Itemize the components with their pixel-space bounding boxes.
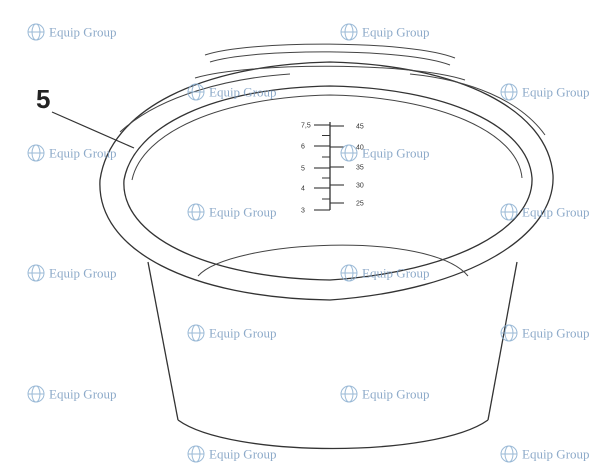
scale-label-right: 40 xyxy=(356,145,364,152)
bowl-left-side xyxy=(147,261,179,421)
watermark: Equip Group xyxy=(187,203,277,221)
bowl-inner-base xyxy=(197,244,469,277)
watermark-text: Equip Group xyxy=(49,25,117,40)
watermark: Equip Group xyxy=(340,144,430,162)
watermark-text: Equip Group xyxy=(522,447,590,462)
watermark: Equip Group xyxy=(500,203,590,221)
lid-arc-5 xyxy=(409,73,546,136)
watermark: Equip Group xyxy=(500,445,590,463)
scale-label-right: 25 xyxy=(356,201,364,208)
watermark-text: Equip Group xyxy=(362,266,430,281)
watermark: Equip Group xyxy=(340,264,430,282)
scale-label-left: 5 xyxy=(301,166,305,173)
callout-number: 5 xyxy=(36,84,50,114)
watermark-text: Equip Group xyxy=(522,85,590,100)
watermark-text: Equip Group xyxy=(522,205,590,220)
bowl-rim-groove xyxy=(131,94,523,181)
watermark-text: Equip Group xyxy=(209,205,277,220)
callout-leader-line xyxy=(51,111,135,149)
bowl-inner-rim xyxy=(123,85,533,281)
watermark: Equip Group xyxy=(187,445,277,463)
watermark: Equip Group xyxy=(187,324,277,342)
watermark: Equip Group xyxy=(500,83,590,101)
watermark: Equip Group xyxy=(340,385,430,403)
lid-arc-3 xyxy=(194,65,466,81)
watermark: Equip Group xyxy=(340,23,430,41)
watermark: Equip Group xyxy=(500,324,590,342)
lid-arc-1 xyxy=(204,43,456,59)
watermark: Equip Group xyxy=(27,144,117,162)
scale-label-left: 7,5 xyxy=(301,123,311,130)
watermark: Equip Group xyxy=(27,23,117,41)
watermark: Equip Group xyxy=(27,264,117,282)
watermark-text: Equip Group xyxy=(49,387,117,402)
scale-label-left: 4 xyxy=(301,186,305,193)
scale-ticks: 7,5 6 5 4 3 45 40 35 30 25 xyxy=(301,123,364,215)
watermark-text: Equip Group xyxy=(209,326,277,341)
bowl-outer-rim xyxy=(99,61,554,301)
watermark-text: Equip Group xyxy=(49,266,117,281)
scale-label-right: 30 xyxy=(356,183,364,190)
measuring-scale: 7,5 6 5 4 3 45 40 35 30 25 xyxy=(301,122,364,215)
watermark-text: Equip Group xyxy=(49,146,117,161)
scale-label-left: 3 xyxy=(301,208,305,215)
scale-label-left: 6 xyxy=(301,144,305,151)
watermark: Equip Group xyxy=(27,385,117,403)
watermark-text: Equip Group xyxy=(362,146,430,161)
bowl-right-side xyxy=(487,261,518,421)
watermark-text: Equip Group xyxy=(522,326,590,341)
watermark-text: Equip Group xyxy=(362,387,430,402)
scale-label-right: 45 xyxy=(356,124,364,131)
lid-arc-2 xyxy=(209,51,451,66)
bowl-bottom xyxy=(177,419,489,450)
callout: 5 xyxy=(36,84,135,149)
watermark: Equip Group xyxy=(187,83,277,101)
watermark-text: Equip Group xyxy=(209,447,277,462)
bowl-drawing xyxy=(99,43,554,450)
watermark-text: Equip Group xyxy=(362,25,430,40)
lid-arc-4 xyxy=(119,73,291,133)
scale-label-right: 35 xyxy=(356,165,364,172)
watermark-text: Equip Group xyxy=(209,85,277,100)
